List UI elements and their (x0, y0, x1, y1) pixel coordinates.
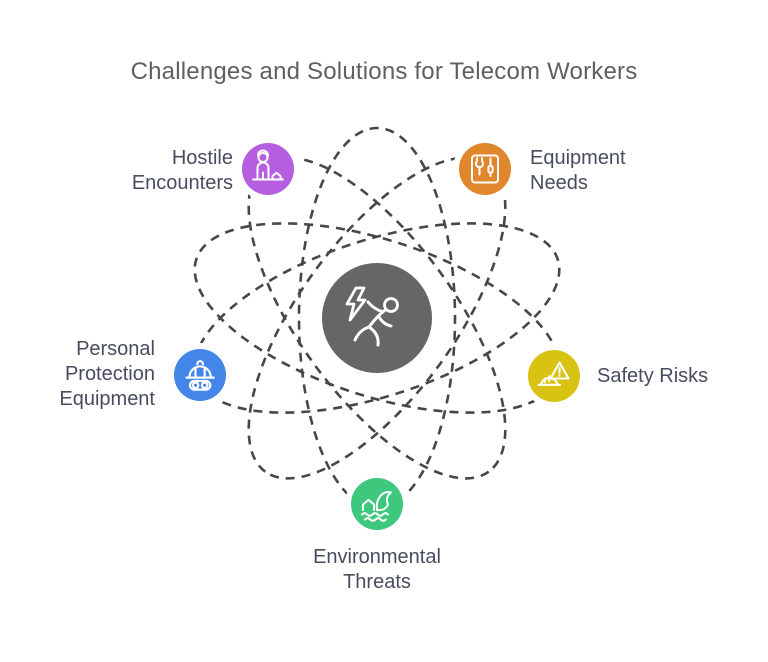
hard-hat-goggles-icon (185, 360, 215, 391)
node-personal-protection-equipment (168, 343, 232, 407)
label-equipment-needs: Equipment Needs (530, 147, 626, 194)
flood-wave-house-icon (361, 491, 392, 522)
node-circle (528, 350, 580, 402)
label-hostile-encounters: Hostile Encounters (131, 147, 233, 194)
center-node (313, 254, 441, 382)
node-equipment-needs (453, 137, 517, 201)
node-environmental-threats (345, 472, 409, 536)
node-circle (174, 349, 226, 401)
worker-with-dog-icon (252, 149, 284, 181)
tools-panel-icon (471, 154, 499, 184)
label-safety-risks: Safety Risks (597, 365, 709, 387)
diagram-title: Challenges and Solutions for Telecom Wor… (130, 58, 638, 85)
label-personal-protection-equipment: Personal Protection Equipment (59, 338, 155, 410)
node-safety-risks (522, 344, 586, 408)
node-hostile-encounters (236, 137, 300, 201)
node-circle (459, 143, 511, 195)
label-environmental-threats: Environmental Threats (313, 546, 441, 593)
warning-hard-hat-icon (537, 361, 570, 386)
electric-shock-falling-person-icon (345, 286, 399, 347)
